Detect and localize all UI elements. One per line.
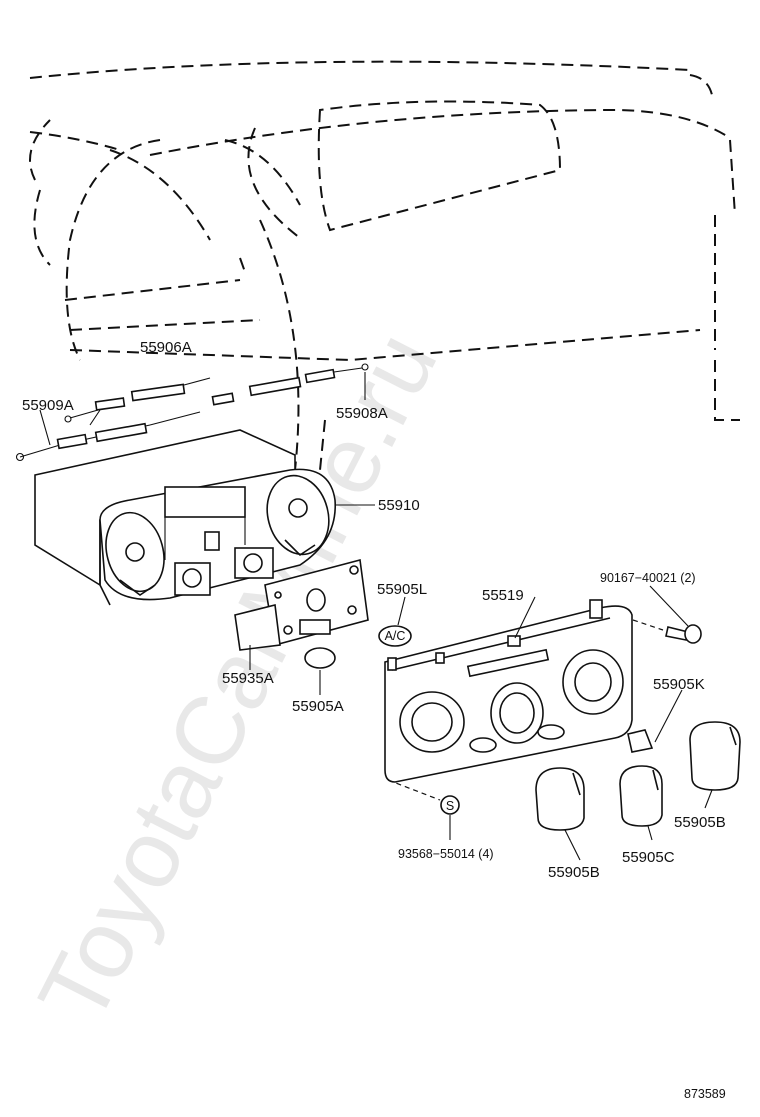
part-labels: 55906A 55909A 55908A 55910 55905L 55519 … xyxy=(22,339,726,1101)
label-55905C: 55905C xyxy=(622,849,675,866)
ac-symbol-label: A/C xyxy=(385,629,406,643)
diagram-id: 873589 xyxy=(684,1087,726,1101)
heater-control-body xyxy=(34,429,336,606)
label-55935A: 55935A xyxy=(222,670,274,687)
label-93568: 93568−55014 (4) xyxy=(398,847,494,861)
label-55906A: 55906A xyxy=(140,339,192,356)
label-55905A: 55905A xyxy=(292,698,344,715)
label-55905L: 55905L xyxy=(377,581,427,598)
label-55905K: 55905K xyxy=(653,676,705,693)
leader-lines xyxy=(39,372,713,861)
label-55905B-right: 55905B xyxy=(674,814,726,831)
dashboard-outline xyxy=(29,60,740,471)
label-55909A: 55909A xyxy=(22,397,74,414)
label-55905B-left: 55905B xyxy=(548,864,600,881)
knob-55905B-right xyxy=(689,721,741,791)
knob-55905C xyxy=(619,765,663,827)
label-55908A: 55908A xyxy=(336,405,388,422)
control-panel-board xyxy=(234,558,369,651)
knob-55905B-left xyxy=(535,767,585,831)
screw-93568: S xyxy=(387,779,460,815)
front-control-panel xyxy=(384,599,633,783)
ac-button: A/C xyxy=(378,625,412,647)
button-55905A xyxy=(304,647,336,669)
label-55910: 55910 xyxy=(378,497,420,514)
screw-90167 xyxy=(632,619,702,644)
control-cables xyxy=(15,363,369,462)
knob-55905K xyxy=(627,729,654,753)
screw-symbol-label: S xyxy=(446,799,454,813)
label-90167: 90167−40021 (2) xyxy=(600,571,696,585)
label-55519: 55519 xyxy=(482,587,524,604)
